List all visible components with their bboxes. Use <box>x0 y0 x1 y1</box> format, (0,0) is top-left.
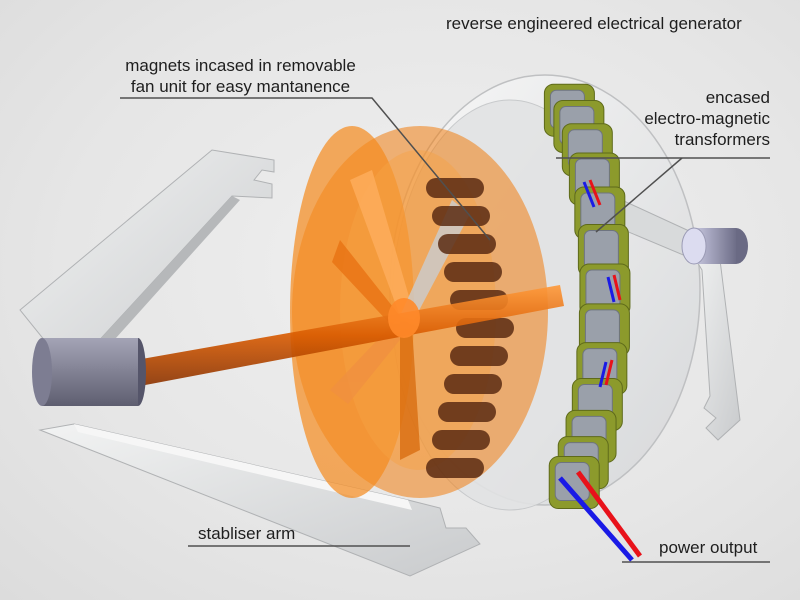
rotor-magnet <box>444 262 502 282</box>
magnets-label-line-2: fan unit for easy mantanence <box>130 77 351 96</box>
power-output-wires <box>558 179 643 562</box>
rotor-magnet <box>426 458 484 478</box>
shaft-end-cap <box>32 338 146 406</box>
transformer-coils <box>543 83 631 510</box>
transformers-label-line-3: transformers <box>674 130 770 149</box>
diagram-title: reverse engineered electrical generator <box>446 14 742 33</box>
drive-shaft <box>136 285 564 386</box>
transformers-label: encased electro-magnetic transformers <box>610 87 770 150</box>
rotor-magnet <box>438 402 496 422</box>
rotor-magnet <box>432 206 490 226</box>
fan-blades <box>330 170 470 460</box>
rotor-magnet <box>450 346 508 366</box>
rotor-magnet <box>444 374 502 394</box>
magnets-label: magnets incased in removable fan unit fo… <box>108 55 373 97</box>
rotor-magnet <box>438 234 496 254</box>
transformers-leader-2 <box>595 157 683 233</box>
transformers-label-line-1: encased <box>705 88 770 107</box>
right-stabiliser-arm <box>599 189 748 441</box>
transformer-coil <box>548 456 600 510</box>
rotor-magnets <box>426 178 514 478</box>
rotor-magnet <box>426 178 484 198</box>
lower-stabiliser-arm <box>38 423 481 577</box>
rotor-magnet <box>432 430 490 450</box>
power-output-label: power output <box>659 538 758 557</box>
stabliser-arm-label: stabliser arm <box>198 524 296 543</box>
transformer-coil <box>579 263 631 317</box>
magnets-label-line-1: magnets incased in removable <box>125 56 356 75</box>
magnets-leader <box>120 97 491 241</box>
upper-stabiliser-arm <box>19 149 275 378</box>
leader-lines <box>120 97 770 563</box>
transformers-label-line-2: electro-magnetic <box>644 109 770 128</box>
